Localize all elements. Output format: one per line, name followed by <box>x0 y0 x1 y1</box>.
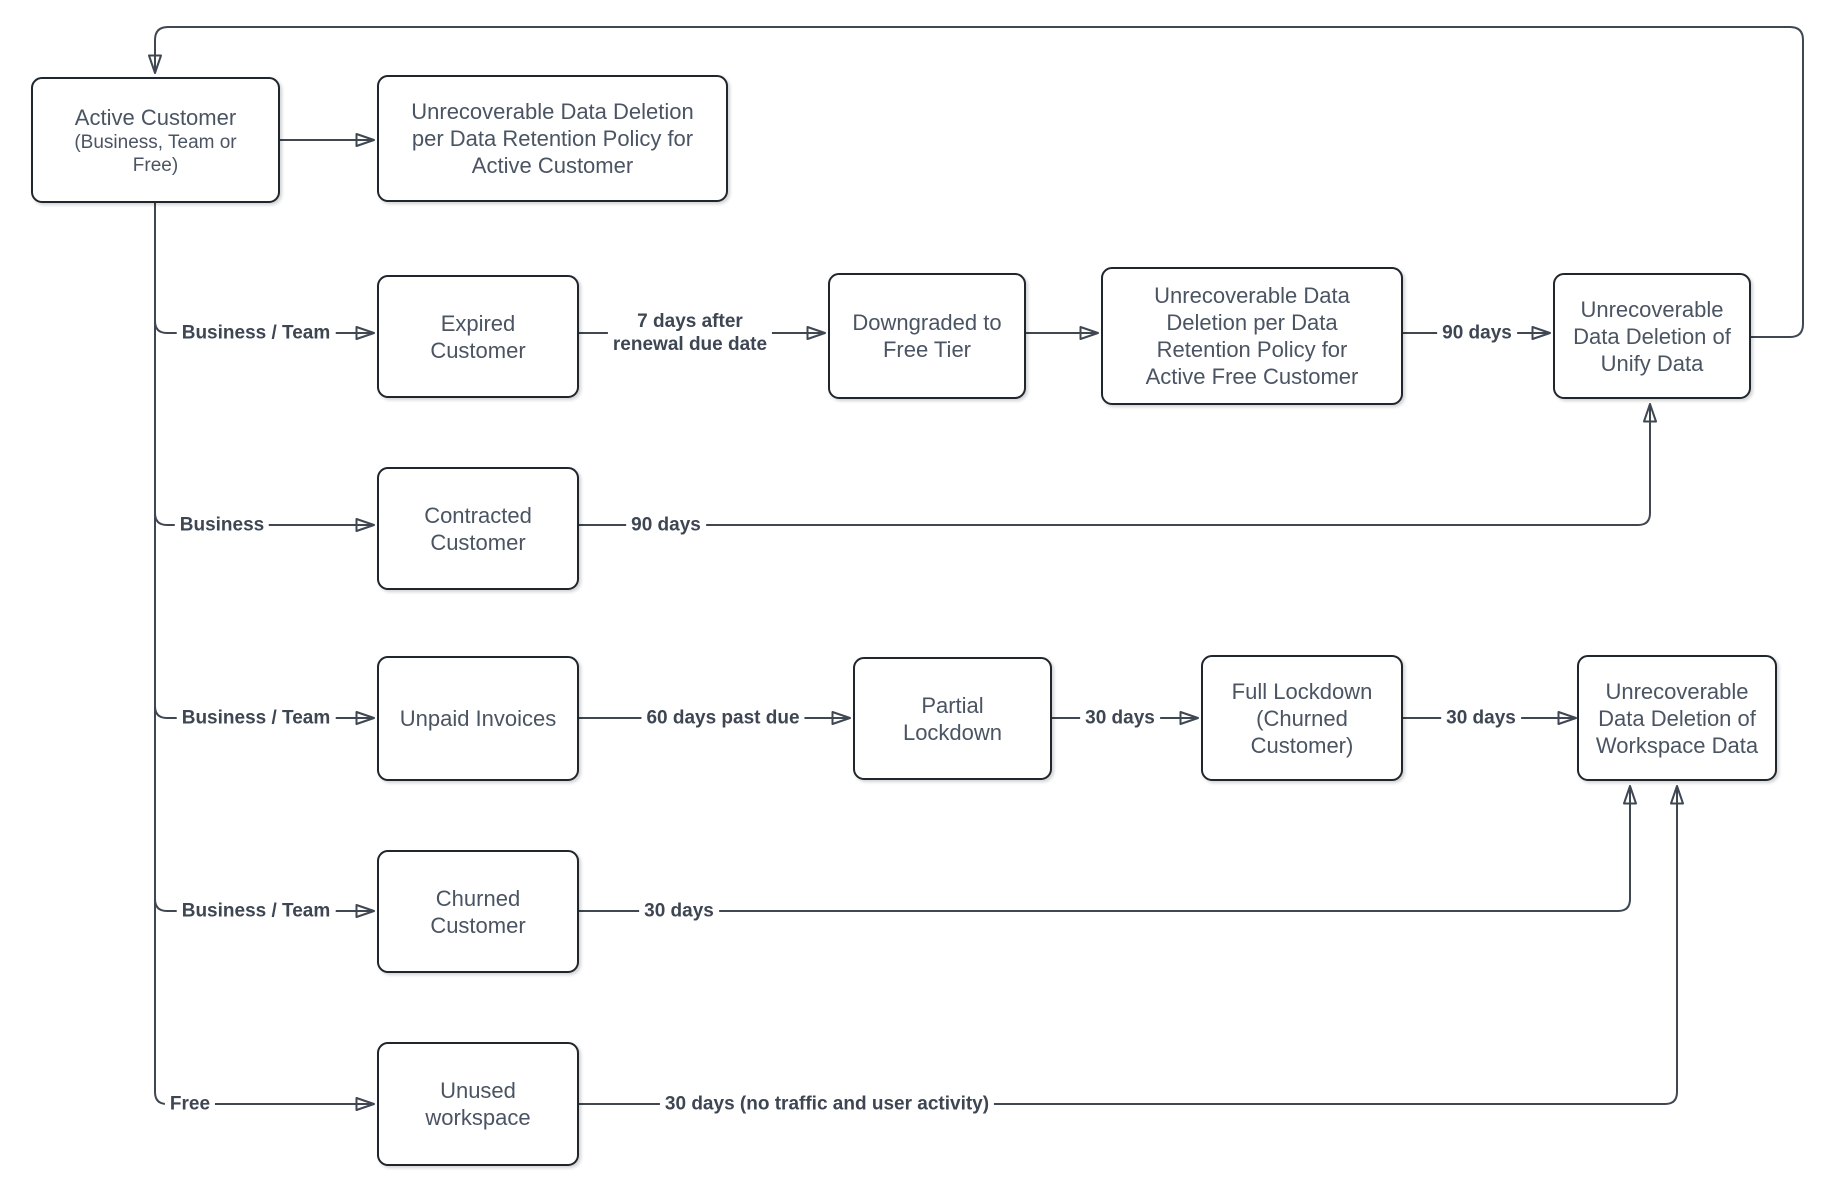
edge-unify-to-active-loop <box>148 26 1804 338</box>
node-expired-customer: Expired Customer <box>377 275 579 398</box>
edge-label-30-days-churned: 30 days <box>639 899 719 923</box>
edge-label-business-team-churned: Business / Team <box>176 899 336 923</box>
node-unpaid-invoices: Unpaid Invoices <box>377 656 579 781</box>
node-label: Churned Customer <box>430 885 526 938</box>
node-unused-workspace: Unused workspace <box>377 1042 579 1166</box>
node-deletion-workspace-data: Unrecoverable Data Deletion of Workspace… <box>1577 655 1777 781</box>
edge-unused-to-workspace <box>579 785 1684 1105</box>
edge-label-30-days-partial: 30 days <box>1080 706 1160 730</box>
edge-label-business-contracted: Business <box>174 513 270 537</box>
node-label: Downgraded to Free Tier <box>852 310 1002 362</box>
edge-branch-unpaid <box>154 705 375 725</box>
node-label: Unrecoverable Data Deletion of Unify Dat… <box>1573 296 1731 376</box>
node-label: Full Lockdown (Churned Customer) <box>1231 678 1373 758</box>
edge-churned-to-workspace <box>579 785 1637 912</box>
edge-label-business-team-expired: Business / Team <box>176 321 336 345</box>
edge-contracted-to-unify <box>579 403 1657 526</box>
node-active-customer-title: Active Customer <box>74 104 237 130</box>
edge-branch-churned <box>154 898 375 918</box>
node-deletion-active-free-customer: Unrecoverable Data Deletion per Data Ret… <box>1101 267 1403 405</box>
edge-label-business-team-unpaid: Business / Team <box>176 706 336 730</box>
node-label: Unpaid Invoices <box>399 706 557 731</box>
node-deletion-unify-data: Unrecoverable Data Deletion of Unify Dat… <box>1553 273 1751 399</box>
node-label: Partial Lockdown <box>902 692 1003 745</box>
node-label: Unused workspace <box>425 1078 531 1130</box>
node-partial-lockdown: Partial Lockdown <box>853 657 1052 780</box>
node-label: Unrecoverable Data Deletion per Data Ret… <box>411 99 694 178</box>
node-active-customer: Active Customer (Business, Team or Free) <box>31 77 280 203</box>
edge-label-90-days-unify: 90 days <box>1437 321 1517 345</box>
node-downgraded-free-tier: Downgraded to Free Tier <box>828 273 1026 399</box>
node-active-customer-subtitle: (Business, Team or Free) <box>74 131 237 176</box>
node-label: Expired Customer <box>430 310 526 363</box>
edge-branch-contracted <box>154 512 375 532</box>
node-label: Contracted Customer <box>424 502 532 555</box>
edge-label-free-unused: Free <box>164 1092 216 1116</box>
edge-branch-expired <box>154 320 375 340</box>
node-contracted-customer: Contracted Customer <box>377 467 579 590</box>
node-label: Unrecoverable Data Deletion per Data Ret… <box>1145 283 1359 389</box>
edge-label-7-days-after-renewal: 7 days after renewal due date <box>607 310 773 356</box>
edge-label-90-days-contracted: 90 days <box>626 513 706 537</box>
node-churned-customer: Churned Customer <box>377 850 579 973</box>
edge-label-60-days-past-due: 60 days past due <box>641 706 805 730</box>
edge-label-30-days-full: 30 days <box>1441 706 1521 730</box>
node-label: Unrecoverable Data Deletion of Workspace… <box>1595 678 1759 758</box>
edge-label-30-days-no-traffic: 30 days (no traffic and user activity) <box>659 1092 995 1116</box>
node-full-lockdown: Full Lockdown (Churned Customer) <box>1201 655 1403 781</box>
node-deletion-active-customer: Unrecoverable Data Deletion per Data Ret… <box>377 75 728 202</box>
